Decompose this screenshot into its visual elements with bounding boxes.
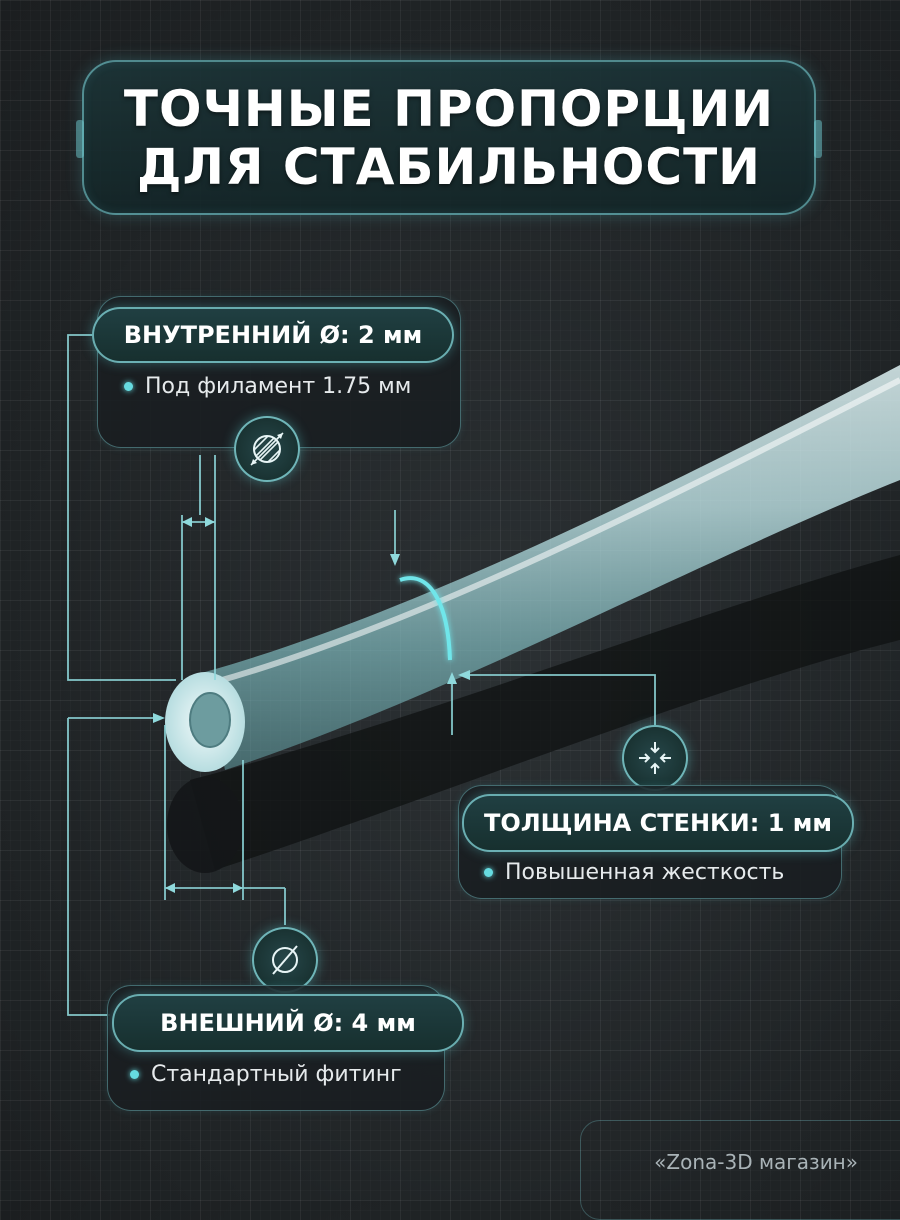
headline-tab-right (814, 120, 822, 158)
bullet-icon (484, 868, 493, 877)
hatched-circle-diameter-icon (234, 416, 300, 482)
wall-thickness-note-text: Повышенная жесткость (505, 860, 785, 885)
compress-arrows-icon (622, 725, 688, 791)
headline-tab-left (76, 120, 84, 158)
tube-ring (399, 576, 452, 661)
tube-reflection-end (167, 777, 243, 873)
bullet-icon (130, 1070, 139, 1079)
outer-diameter-title-text: ВНЕШНИЙ Ø: 4 мм (160, 1009, 416, 1037)
diameter-icon (252, 927, 318, 993)
brand-label: «Zona-3D магазин» (654, 1150, 858, 1174)
headline-banner: ТОЧНЫЕ ПРОПОРЦИИ ДЛЯ СТАБИЛЬНОСТИ (76, 60, 822, 215)
wall-thickness-title-text: ТОЛЩИНА СТЕНКИ: 1 мм (483, 809, 833, 837)
inner-diameter-title-text: ВНУТРЕННИЙ Ø: 2 мм (123, 321, 423, 349)
headline-line-1: ТОЧНЫЕ ПРОПОРЦИИ (123, 79, 775, 138)
inner-diameter-note: Под филамент 1.75 мм (124, 374, 411, 399)
headline-line-2: ДЛЯ СТАБИЛЬНОСТИ (136, 137, 762, 196)
wall-thickness-note: Повышенная жесткость (484, 860, 784, 885)
outer-diameter-note: Стандартный фитинг (130, 1062, 402, 1087)
wall-thickness-title: ТОЛЩИНА СТЕНКИ: 1 мм (462, 794, 854, 852)
outer-diameter-title: ВНЕШНИЙ Ø: 4 мм (112, 994, 464, 1052)
inner-diameter-title: ВНУТРЕННИЙ Ø: 2 мм (92, 307, 454, 363)
tube-reflection (190, 555, 900, 870)
bullet-icon (124, 382, 133, 391)
outer-diameter-note-text: Стандартный фитинг (151, 1062, 402, 1087)
inner-diameter-note-text: Под филамент 1.75 мм (145, 374, 412, 399)
tube-bore (190, 693, 230, 747)
tube-highlight (214, 377, 900, 685)
